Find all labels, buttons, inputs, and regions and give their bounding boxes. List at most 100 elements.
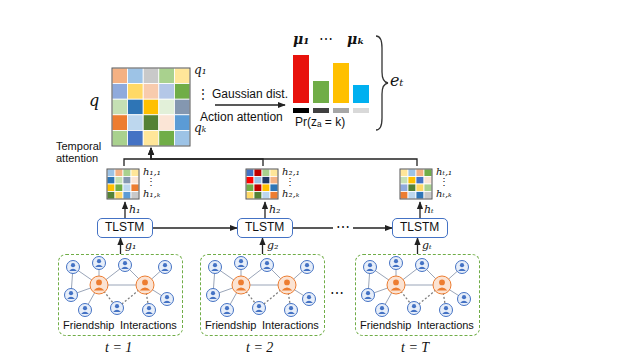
person-head xyxy=(366,291,370,295)
hidden-label: ⋮ xyxy=(146,176,156,187)
matrix-cell xyxy=(270,169,278,177)
person-icon xyxy=(119,259,132,272)
distribution-label: eₜ xyxy=(390,72,403,90)
matrix-cell xyxy=(262,184,270,192)
matrix-cell xyxy=(424,177,432,185)
person-head xyxy=(123,261,127,265)
person-icon xyxy=(387,276,405,294)
mean-bar xyxy=(353,85,369,103)
hidden-state-matrix: hₜ,₁⋮hₜ,ₖ xyxy=(398,166,470,202)
person-body xyxy=(460,301,468,303)
matrix-cell xyxy=(254,184,262,192)
panel-label: Interactions xyxy=(417,319,474,331)
person-head xyxy=(412,304,416,308)
curly-brace xyxy=(376,36,388,130)
tlstm-label: TLSTM xyxy=(400,221,439,234)
matrix-cell xyxy=(159,99,175,115)
person-head xyxy=(163,263,167,267)
matrix-cell xyxy=(107,169,115,177)
person-head xyxy=(238,280,244,286)
attention-label: Temporal attention xyxy=(56,140,114,164)
matrix-cell xyxy=(400,169,408,177)
panel-label: Interactions xyxy=(262,319,319,331)
person-head xyxy=(420,261,424,265)
matrix-border xyxy=(246,169,278,199)
connector-arrow xyxy=(417,238,418,254)
person-body xyxy=(161,269,169,271)
matrix-cell xyxy=(408,177,416,185)
social-graph-panel: FriendshipInteractions xyxy=(58,254,183,336)
person-icon xyxy=(67,261,80,274)
person-body xyxy=(81,312,89,314)
person-body xyxy=(163,301,171,303)
social-graph xyxy=(201,255,323,321)
person-head xyxy=(165,295,169,299)
matrix-cell xyxy=(408,169,416,177)
matrix-cell xyxy=(128,115,144,131)
person-head xyxy=(225,306,229,310)
matrix-label: ⋮ xyxy=(197,88,209,101)
matrix-cell xyxy=(123,169,131,177)
matrix-cell xyxy=(131,192,139,200)
distribution-label: μₖ xyxy=(347,32,365,47)
matrix-cell xyxy=(174,84,190,100)
person-head xyxy=(394,259,398,263)
matrix-cell xyxy=(131,169,139,177)
person-head xyxy=(257,304,261,308)
matrix-border xyxy=(112,68,190,146)
matrix-cell xyxy=(416,169,424,177)
edge-label: g₂ xyxy=(267,240,278,252)
matrix-cell xyxy=(159,84,175,100)
mean-bar xyxy=(333,63,349,103)
person-head xyxy=(96,280,102,286)
person-icon xyxy=(278,276,296,294)
person-body xyxy=(145,312,153,314)
tlstm-box: TLSTM xyxy=(237,218,293,238)
matrix-cell xyxy=(246,184,254,192)
matrix-cell xyxy=(408,192,416,200)
hidden-state-matrix: h₂,₁⋮h₂,ₖ xyxy=(244,166,316,202)
matrix-cell xyxy=(159,68,175,84)
distribution-label: μ₁ xyxy=(293,32,309,47)
matrix-label: q xyxy=(89,92,99,110)
matrix-cell xyxy=(128,99,144,115)
edge-label: hₜ xyxy=(424,204,434,216)
connector-arrow xyxy=(124,148,151,166)
person-icon xyxy=(364,261,377,274)
matrix-cell xyxy=(107,177,115,185)
person-body xyxy=(95,265,103,267)
person-icon xyxy=(390,257,403,270)
matrix-cell xyxy=(270,177,278,185)
tlstm-box: TLSTM xyxy=(392,218,448,238)
attention-label: Action attention xyxy=(200,111,283,124)
person-body xyxy=(255,310,263,312)
person-body xyxy=(378,312,386,314)
person-body xyxy=(364,297,372,299)
matrix-cell xyxy=(115,177,123,185)
person-icon xyxy=(285,304,298,317)
matrix-cell xyxy=(115,169,123,177)
person-icon xyxy=(209,261,222,274)
person-body xyxy=(282,287,293,290)
edge-label: ⋯ xyxy=(333,220,353,235)
edge-label: Gaussian dist. xyxy=(212,88,288,101)
person-body xyxy=(366,269,374,271)
connector-arrow xyxy=(124,202,125,218)
matrix-cell xyxy=(254,169,262,177)
matrix-cell xyxy=(112,115,128,131)
matrix-cell xyxy=(112,68,128,84)
tlstm-box: TLSTM xyxy=(97,218,153,238)
matrix-cell xyxy=(270,192,278,200)
person-icon xyxy=(362,289,375,302)
matrix-grid xyxy=(399,168,433,200)
social-graph xyxy=(356,255,478,321)
probability-bar xyxy=(313,108,329,113)
person-head xyxy=(265,261,269,265)
ellipsis-label: ⋯ xyxy=(330,286,344,301)
tlstm-label: TLSTM xyxy=(245,221,284,234)
query-matrix: qq₁⋮qₖ xyxy=(85,62,215,148)
person-icon xyxy=(235,257,248,270)
matrix-cell xyxy=(112,84,128,100)
person-icon xyxy=(207,289,220,302)
